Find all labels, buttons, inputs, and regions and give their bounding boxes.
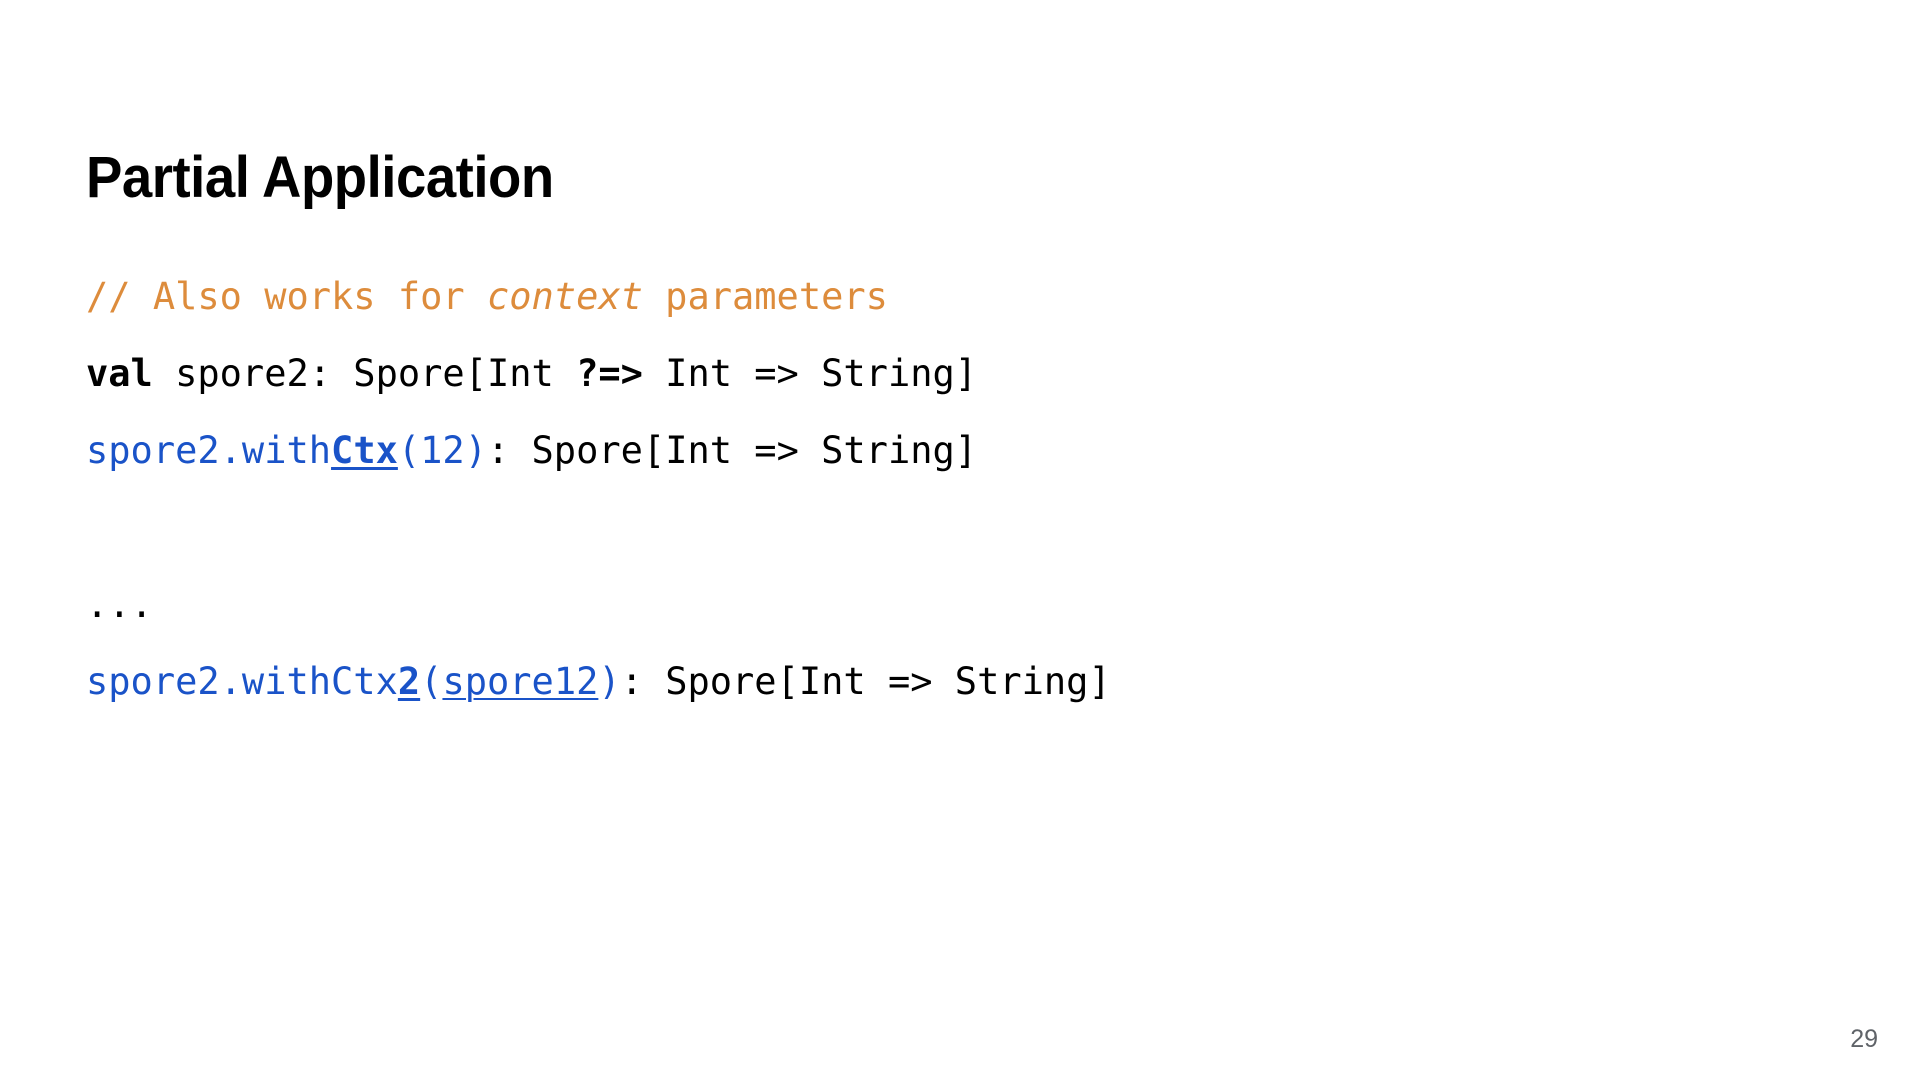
code-token-link[interactable]: ( <box>420 660 443 703</box>
line-ellipsis: ... <box>86 566 1826 643</box>
code-token-link[interactable]: (12) <box>397 429 487 472</box>
line-withctx2-spore12: spore2.withCtx2(spore12): Spore[Int => S… <box>86 643 1826 720</box>
code-token-plain: : Spore[Int => String] <box>486 429 978 472</box>
code-token-comment: // Also works for <box>86 275 487 318</box>
code-token-link-strong[interactable]: 2 <box>397 660 421 703</box>
code-token-link[interactable]: spore2.withCtx <box>86 660 398 703</box>
code-token-plain: ... <box>86 583 153 626</box>
code-token-plain: Int => String] <box>642 352 978 395</box>
page-number: 29 <box>1850 1025 1878 1053</box>
code-token-keyword: val <box>86 352 153 395</box>
code-token-link[interactable]: spore2.with <box>86 429 332 472</box>
code-token-comment-italic: context <box>486 275 643 318</box>
line-val-spore2: val spore2: Spore[Int ?=> Int => String] <box>86 335 1826 412</box>
code-token-comment: parameters <box>642 275 888 318</box>
line-blank <box>86 489 1826 566</box>
code-token-link[interactable]: ) <box>598 660 621 703</box>
line-comment: // Also works for context parameters <box>86 258 1826 335</box>
code-token-plain: spore2: Spore[Int <box>152 352 577 395</box>
code-token-link-underline[interactable]: spore12 <box>442 660 599 703</box>
code-token-plain: : Spore[Int => String] <box>620 660 1111 703</box>
code-token-arrow-bold: ?=> <box>576 352 643 395</box>
page-title: Partial Application <box>86 144 554 210</box>
code-token-link-strong[interactable]: Ctx <box>331 429 398 472</box>
line-withctx-12: spore2.withCtx(12): Spore[Int => String] <box>86 412 1826 489</box>
